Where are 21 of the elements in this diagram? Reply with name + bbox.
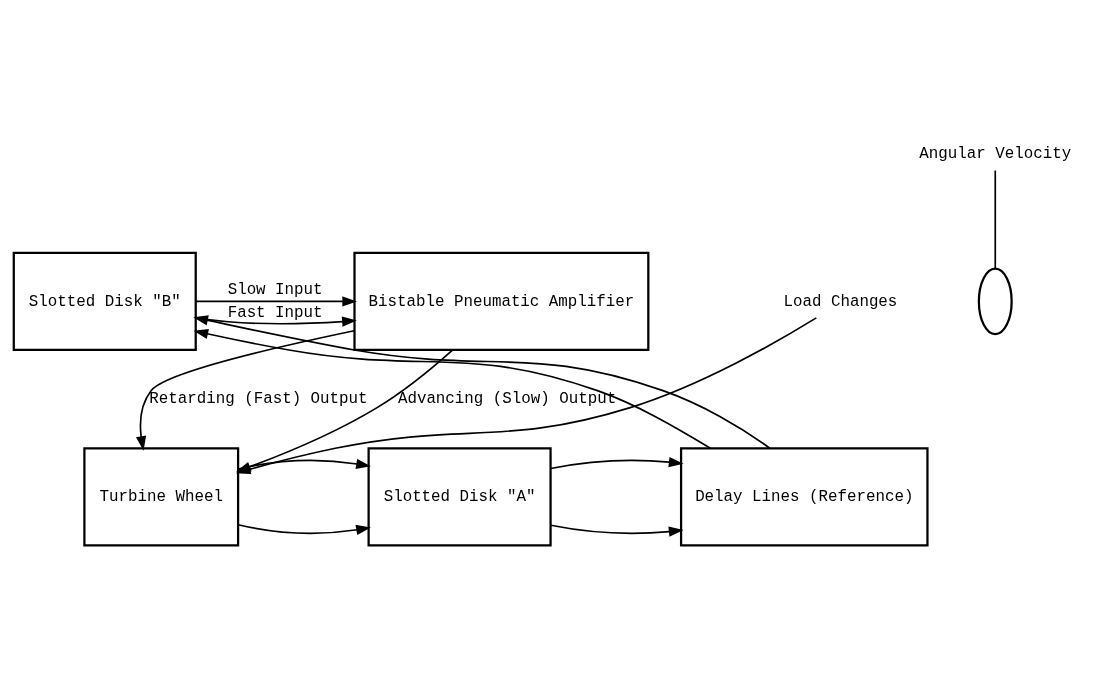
node-text: Load Changes xyxy=(783,292,898,311)
node-text: Angular Velocity xyxy=(919,145,1072,164)
arrow xyxy=(193,328,712,450)
arrow xyxy=(193,315,771,450)
arrow xyxy=(549,524,684,537)
arrow xyxy=(549,457,684,470)
edge-label: Advancing (Slow) Output xyxy=(397,390,617,409)
node-box: Bistable Pneumatic Amplifier xyxy=(353,251,650,352)
node-box: Delay Lines (Reference) xyxy=(679,447,929,547)
node-box: Turbine Wheel xyxy=(83,447,240,547)
node-box: Slotted Disk "A" xyxy=(367,447,552,547)
edge-label: Retarding (Fast) Output xyxy=(149,390,368,409)
edge-label: Slow Input xyxy=(227,280,323,299)
arrow xyxy=(136,329,356,451)
arrow xyxy=(194,296,358,307)
edge-label: Fast Input xyxy=(227,304,323,323)
connector xyxy=(994,169,997,270)
arrow xyxy=(195,316,357,327)
node-box: Slotted Disk "B" xyxy=(12,251,197,352)
arrow xyxy=(237,523,371,535)
node-oval xyxy=(977,267,1013,336)
